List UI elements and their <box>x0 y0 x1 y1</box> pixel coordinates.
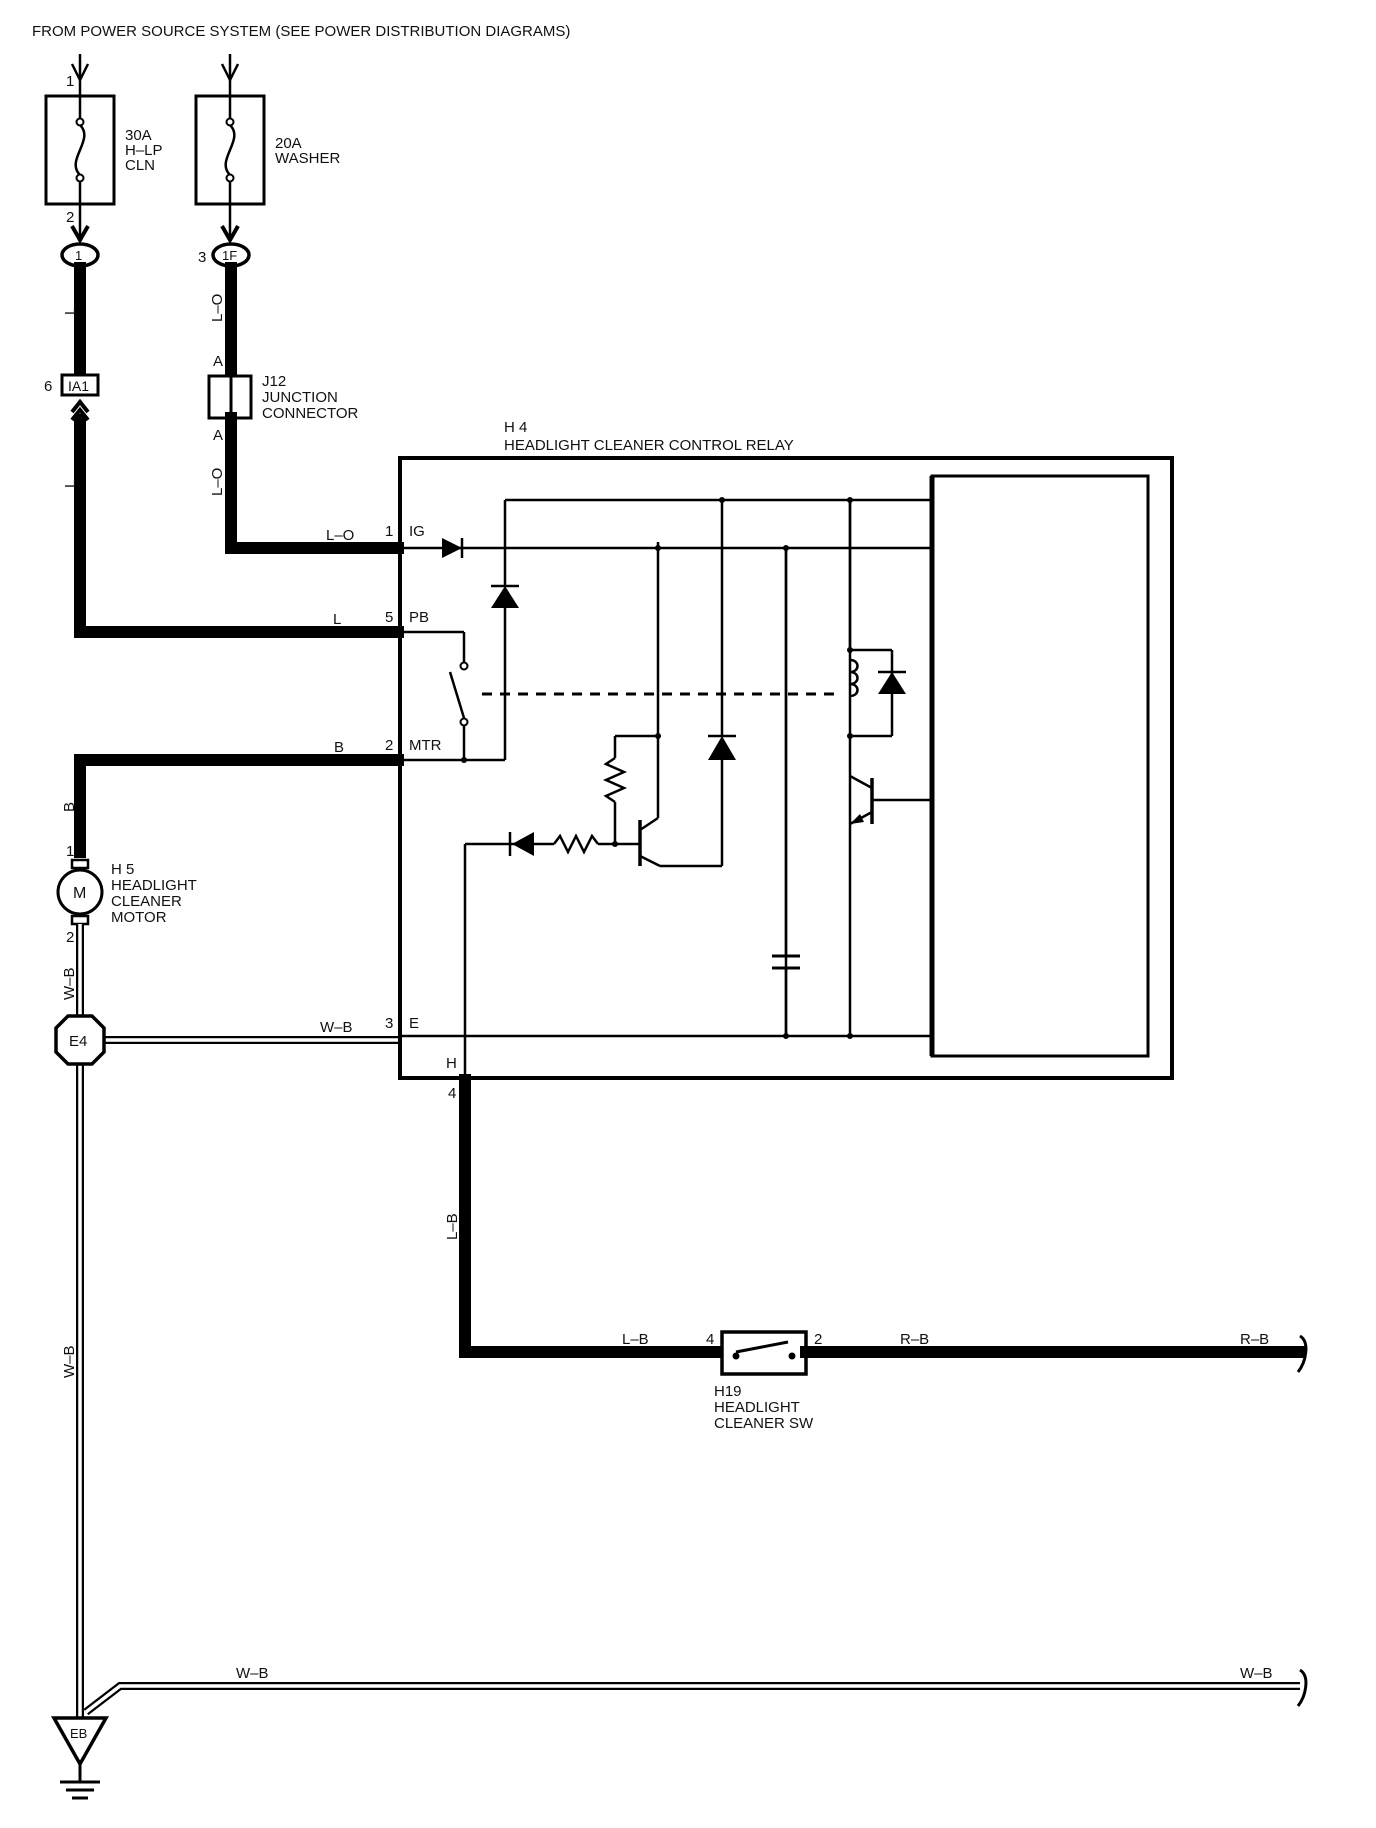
relay-pin-1-name: IG <box>409 523 425 540</box>
wire-wb-label-bottom-left: W–B <box>236 1665 269 1682</box>
wire-wb-label-bottom-right: W–B <box>1240 1665 1273 1682</box>
relay-pin-2-num: 2 <box>385 737 393 754</box>
relay-pin-2-name: MTR <box>409 737 442 754</box>
relay-pin-3-num: 3 <box>385 1015 393 1032</box>
ground-point-e4: E4 <box>54 1014 106 1066</box>
connector-1f: 1F 3 <box>198 242 251 268</box>
wire-b-circuit: B B <box>61 739 404 858</box>
connector-1f-pin: 3 <box>198 249 206 266</box>
junction-pin-bottom: A <box>213 427 223 444</box>
wire-l-label-upper: L <box>62 307 79 315</box>
wire-l-circuit: L IA1 6 L L <box>44 262 404 638</box>
ground-e4-label: E4 <box>69 1033 87 1050</box>
junction-line1: JUNCTION <box>262 389 338 406</box>
wire-rb-circuit: R–B R–B <box>800 1331 1308 1373</box>
fuse-hlp-name2: CLN <box>125 157 155 174</box>
motor-pin-top: 1 <box>66 843 74 860</box>
switch-line1: HEADLIGHT <box>714 1399 800 1416</box>
fuse-hlp-name1: H–LP <box>125 142 163 159</box>
fuse-hlp-pin-out: 2 <box>66 209 74 226</box>
ground-eb: EB <box>51 1716 109 1800</box>
wire-wb-label-vertical: W–B <box>61 1345 78 1378</box>
relay-pin-3-name: E <box>409 1015 419 1032</box>
motor-line2: CLEANER <box>111 893 182 910</box>
wire-b-label-top: B <box>334 739 344 756</box>
motor-symbol: M <box>73 885 86 902</box>
relay-h4: H 4 HEADLIGHT CLEANER CONTROL RELAY 1 IG… <box>385 419 1174 1102</box>
header-text: FROM POWER SOURCE SYSTEM (SEE POWER DIST… <box>32 23 570 40</box>
wire-wb-label-e: W–B <box>320 1019 353 1036</box>
relay-pin-5-name: PB <box>409 609 429 626</box>
relay-pin-5-num: 5 <box>385 609 393 626</box>
wire-lb-label-horizontal: L–B <box>622 1331 649 1348</box>
motor-line3: MOTOR <box>111 909 167 926</box>
wire-rb-label-left: R–B <box>900 1331 929 1348</box>
wire-lo-label-lower: L–O <box>209 468 226 496</box>
relay-pin-1-num: 1 <box>385 523 393 540</box>
fuse-hlp-pin-in: 1 <box>66 73 74 90</box>
fuse-hlp-cln: 1 30A H–LP CLN 2 <box>44 54 163 245</box>
wire-l-label-lower: L <box>62 480 79 488</box>
motor-code: H 5 <box>111 861 134 878</box>
wire-b-label-side: B <box>61 802 78 812</box>
switch-line2: CLEANER SW <box>714 1415 814 1432</box>
wire-rb-label-right: R–B <box>1240 1331 1269 1348</box>
motor-pin-bottom: 2 <box>66 929 74 946</box>
junction-pin-top: A <box>213 353 223 370</box>
fuse-hlp-rating: 30A <box>125 127 152 144</box>
relay-pin-4-name: H <box>446 1055 457 1072</box>
junction-code: J12 <box>262 373 286 390</box>
wire-lb-label-vertical: L–B <box>444 1213 461 1240</box>
fuse-washer: 20A WASHER <box>194 54 340 245</box>
wire-l-label-pb: L <box>333 611 341 628</box>
fuse-washer-name: WASHER <box>275 150 340 167</box>
motor-h5: 1 M 2 H 5 HEADLIGHT CLEANER MOTOR <box>56 843 197 946</box>
motor-line1: HEADLIGHT <box>111 877 197 894</box>
connector-1-label: 1 <box>75 248 82 263</box>
wire-lo-circuit: L–O A A J12 JUNCTION CONNECTOR L–O L–O <box>207 262 404 554</box>
ground-eb-label: EB <box>70 1726 87 1741</box>
wire-lo-label-upper: L–O <box>209 294 226 322</box>
relay-name: HEADLIGHT CLEANER CONTROL RELAY <box>504 437 794 454</box>
wire-lb-circuit: L–B L–B <box>444 1074 728 1358</box>
wire-wb-circuit: W–B W–B W–B W–B W–B <box>61 924 1308 1718</box>
switch-code: H19 <box>714 1383 742 1400</box>
fuse-washer-rating: 20A <box>275 135 302 152</box>
relay-code: H 4 <box>504 419 527 436</box>
connector-1f-label: 1F <box>222 248 237 263</box>
connector-ia1-pin: 6 <box>44 378 52 395</box>
wire-wb-label-motor: W–B <box>61 967 78 1000</box>
connector-ia1-label: IA1 <box>68 378 89 394</box>
relay-pin-4-num: 4 <box>448 1085 456 1102</box>
wire-lo-label-ig: L–O <box>326 527 354 544</box>
switch-pin-right: 2 <box>814 1331 822 1348</box>
junction-line2: CONNECTOR <box>262 405 359 422</box>
switch-pin-left: 4 <box>706 1331 714 1348</box>
